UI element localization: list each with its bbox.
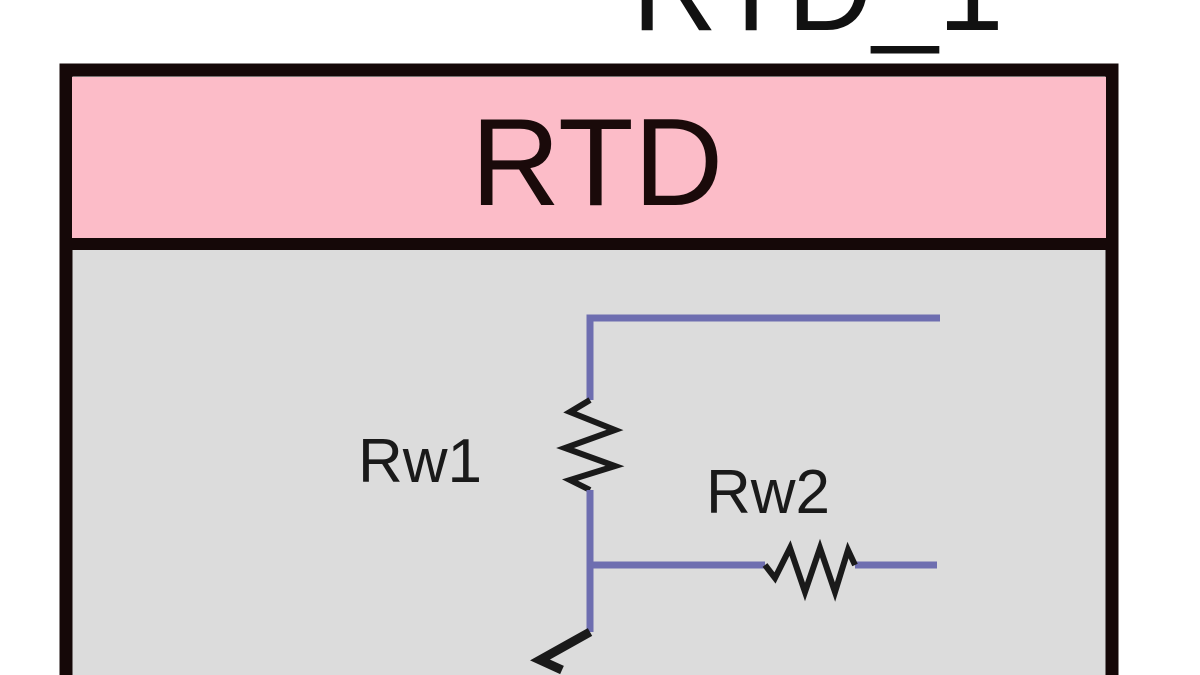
resistor-label-rw2: Rw2 <box>706 458 830 527</box>
resistor-rw2 <box>762 538 858 602</box>
wire-middle <box>586 490 937 632</box>
wire-top <box>586 314 940 400</box>
component-body-border <box>59 63 1119 675</box>
resistor-rtd <box>530 628 593 675</box>
resistor-label-rw1: Rw1 <box>358 427 482 496</box>
component-title: RTD <box>471 94 724 232</box>
instance-name: RTD_1 <box>632 0 1004 56</box>
component-header <box>72 77 1106 240</box>
resistor-rw1 <box>556 397 625 493</box>
